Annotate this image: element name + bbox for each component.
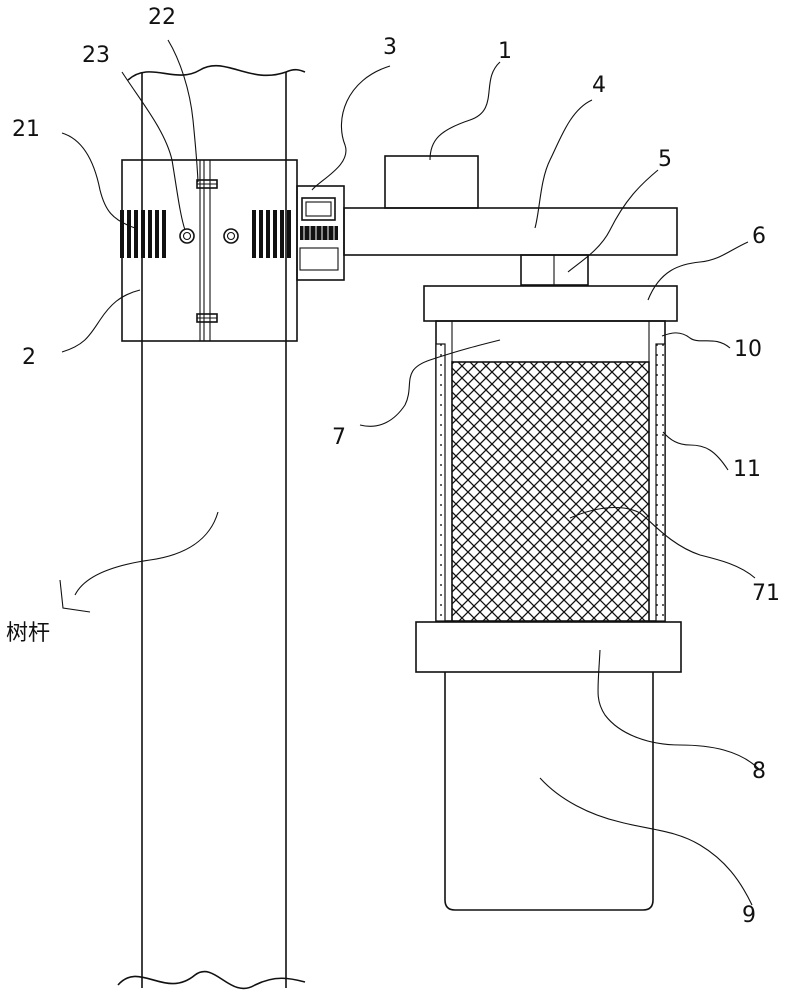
label-2: 2 bbox=[22, 345, 36, 370]
bolt-right bbox=[223, 228, 239, 244]
collection-container bbox=[444, 672, 654, 911]
clamp-hinge-top bbox=[196, 179, 218, 189]
trunk-top-break bbox=[127, 64, 306, 81]
leader-lines bbox=[59, 39, 761, 906]
mesh-filter bbox=[451, 361, 650, 622]
leader-10 bbox=[661, 332, 731, 349]
leader-22 bbox=[167, 39, 199, 183]
label-5: 5 bbox=[658, 147, 672, 172]
label-22: 22 bbox=[148, 5, 176, 30]
leader-9 bbox=[539, 777, 753, 906]
label-23: 23 bbox=[82, 43, 110, 68]
top-plate bbox=[423, 285, 678, 322]
leader-2 bbox=[61, 289, 141, 353]
lower-ring bbox=[415, 621, 682, 673]
leader-1 bbox=[429, 61, 501, 161]
leader-21 bbox=[61, 132, 136, 229]
leader-6 bbox=[647, 241, 749, 301]
leader-5 bbox=[567, 169, 659, 273]
label-trunk: 树杆 bbox=[6, 621, 50, 646]
connector-block bbox=[296, 185, 345, 281]
label-4: 4 bbox=[592, 73, 606, 98]
left-rail bbox=[435, 343, 446, 622]
label-11: 11 bbox=[733, 457, 761, 482]
label-1: 1 bbox=[498, 39, 512, 64]
leader-4 bbox=[534, 99, 593, 229]
clamp-hinge-bottom bbox=[196, 313, 218, 323]
bolt-left bbox=[179, 228, 195, 244]
clamp-teeth-right bbox=[252, 210, 291, 258]
trunk-bottom-break bbox=[117, 970, 306, 990]
leader-11 bbox=[662, 431, 729, 471]
label-6: 6 bbox=[752, 224, 766, 249]
horizontal-arm bbox=[343, 207, 678, 256]
leader-trunk-arrow bbox=[59, 579, 91, 613]
leader-23 bbox=[121, 71, 186, 231]
label-71: 71 bbox=[752, 581, 780, 606]
label-21: 21 bbox=[12, 117, 40, 142]
label-9: 9 bbox=[742, 903, 756, 928]
leader-71 bbox=[569, 506, 756, 579]
label-7: 7 bbox=[332, 425, 346, 450]
right-rail bbox=[655, 343, 666, 622]
shaft-connector bbox=[520, 254, 589, 286]
leader-8 bbox=[597, 649, 761, 771]
top-box bbox=[384, 155, 479, 209]
leader-3 bbox=[311, 65, 391, 191]
label-8: 8 bbox=[752, 759, 766, 784]
leader-7 bbox=[359, 339, 501, 427]
clamp-teeth-left bbox=[120, 210, 166, 258]
label-10: 10 bbox=[734, 337, 762, 362]
leader-trunk bbox=[74, 511, 219, 596]
label-3: 3 bbox=[383, 35, 397, 60]
